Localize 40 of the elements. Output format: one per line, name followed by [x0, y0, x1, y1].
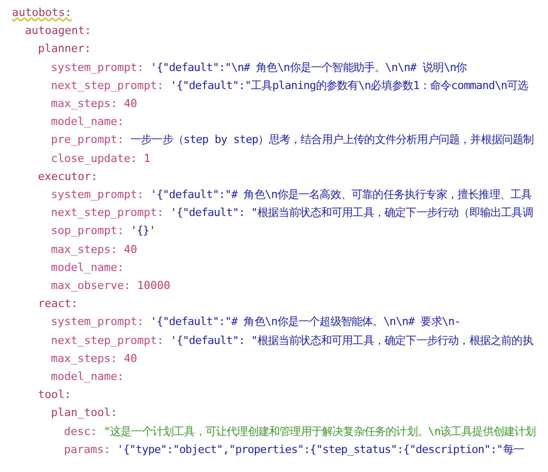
- yaml-key: system_prompt:: [51, 315, 144, 328]
- yaml-key: tool:: [38, 388, 72, 402]
- yaml-string-value: '{"default": "根据当前状态和可用工具，确定下一步行动（即输出工具调: [170, 206, 533, 220]
- yaml-string-value: '{"default": "根据当前状态和可用工具，确定下一步行动，根据之前的执: [170, 334, 533, 347]
- yaml-number-value: 40: [124, 242, 138, 256]
- yaml-key: desc:: [64, 424, 98, 438]
- yaml-key: plan_tool:: [51, 406, 118, 420]
- yaml-key: next_step_prompt:: [51, 78, 164, 92]
- yaml-key: pre_prompt:: [51, 133, 124, 146]
- yaml-number-value: 10000: [137, 279, 170, 292]
- yaml-key: params:: [64, 442, 110, 456]
- yaml-key: max_steps:: [51, 352, 118, 365]
- yaml-number-value: 40: [124, 97, 138, 110]
- yaml-key: next_step_prompt:: [51, 334, 164, 347]
- yaml-key: next_step_prompt:: [51, 206, 164, 220]
- yaml-string-value: '{"default":"\n# 角色\n你是一个智能助手。\n\n# 说明\n你: [150, 60, 467, 74]
- yaml-key: system_prompt:: [51, 60, 144, 74]
- yaml-key: system_prompt:: [51, 188, 144, 202]
- yaml-key: max_observe:: [51, 279, 130, 292]
- yaml-key: model_name:: [51, 115, 124, 128]
- yaml-key: sop_prompt:: [51, 224, 124, 238]
- yaml-key: model_name:: [51, 370, 124, 384]
- yaml-key: executor:: [38, 170, 98, 183]
- yaml-key: planner:: [38, 42, 91, 56]
- yaml-number-value: 1: [144, 152, 150, 165]
- yaml-key: react:: [38, 297, 78, 310]
- yaml-string-value: '{"default":"# 角色\n你是一名高效、可靠的任务执行专家，擅长推理、工具: [150, 188, 532, 202]
- yaml-string-value: '{"default":"# 角色\n你是一个超级智能体。\n\n# 要求\n-: [150, 315, 461, 328]
- yaml-string-value: 一步一步（step by step）思考，结合用户上传的文件分析用户问题，并根据问题制: [130, 133, 534, 146]
- yaml-string-value: "这是一个计划工具，可让代理创建和管理用于解决复杂任务的计划。\n该工具提供创建计划: [104, 424, 536, 438]
- yaml-string-value: '{}': [130, 224, 156, 238]
- yaml-key: close_update:: [51, 152, 138, 165]
- yaml-key: model_name:: [51, 260, 124, 274]
- yaml-key: autoagent:: [25, 24, 92, 38]
- yaml-number-value: 40: [124, 352, 138, 365]
- yaml-key: max_steps:: [51, 242, 118, 256]
- yaml-key: autobots:: [12, 6, 72, 19]
- yaml-string-value: '{"type":"object","properties":{"step_status":{"description":"每一: [116, 442, 524, 456]
- yaml-string-value: '{"default":"工具planing的参数有\n必填参数1：命令command\n可选: [170, 78, 528, 92]
- yaml-key: max_steps:: [51, 97, 118, 110]
